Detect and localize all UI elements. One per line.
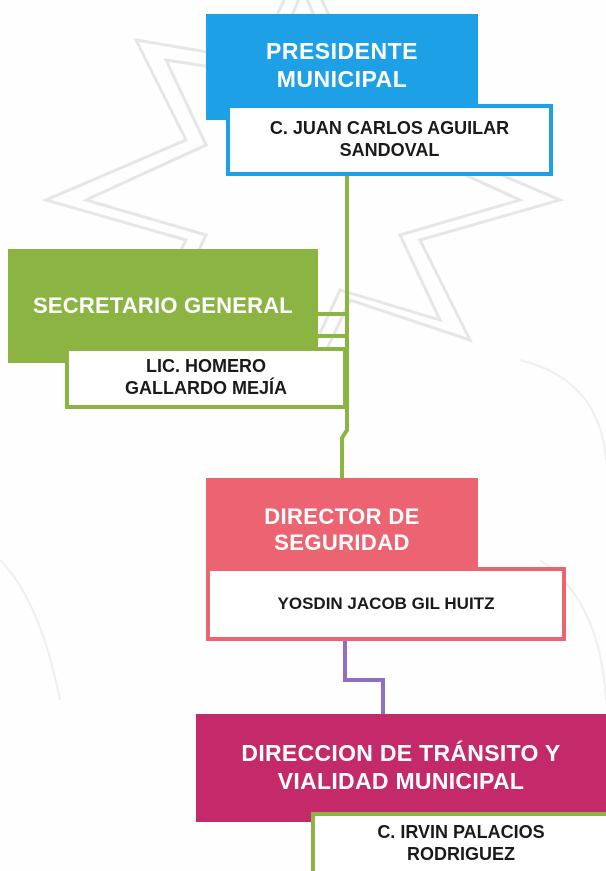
director-seguridad-role-box: DIRECTOR DE SEGURIDAD [206,478,478,582]
director-seguridad-role-text: DIRECTOR DE SEGURIDAD [264,504,420,556]
presidente-role-box: PRESIDENTE MUNICIPAL [206,14,478,120]
secretario-name-box: LIC. HOMERO GALLARDO MEJÍA [65,347,347,409]
direccion-transito-name-text: C. IRVIN PALACIOS RODRIGUEZ [377,822,545,864]
director-seguridad-name-box: YOSDIN JACOB GIL HUITZ [206,567,566,641]
direccion-transito-name-box: C. IRVIN PALACIOS RODRIGUEZ [311,812,606,871]
presidente-role-text: PRESIDENTE MUNICIPAL [266,38,418,92]
connector-dir-to-transito [343,641,385,714]
secretario-name-text: LIC. HOMERO GALLARDO MEJÍA [125,356,287,398]
direccion-transito-role-box: DIRECCION DE TRÁNSITO Y VIALIDAD MUNICIP… [196,714,606,822]
secretario-role-box: SECRETARIO GENERAL [8,249,318,363]
direccion-transito-role-text: DIRECCION DE TRÁNSITO Y VIALIDAD MUNICIP… [241,740,561,794]
secretario-role-text: SECRETARIO GENERAL [33,292,293,318]
director-seguridad-name-text: YOSDIN JACOB GIL HUITZ [277,593,495,613]
connector-pres-trunk [340,176,349,478]
presidente-name-box: C. JUAN CARLOS AGUILAR SANDOVAL [226,104,553,176]
presidente-name-text: C. JUAN CARLOS AGUILAR SANDOVAL [269,118,510,160]
